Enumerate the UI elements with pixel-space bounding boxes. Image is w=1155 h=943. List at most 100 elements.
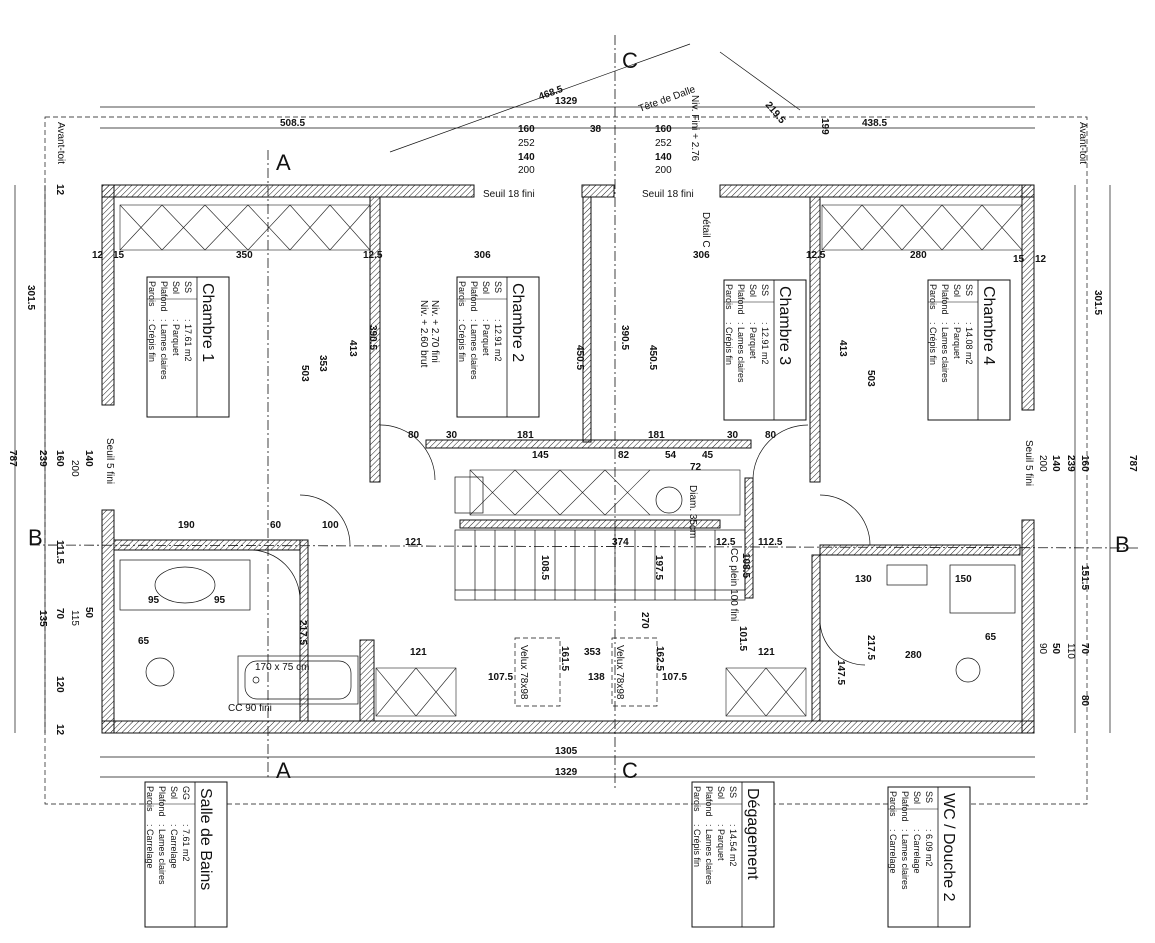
fixtures: [119, 476, 1016, 705]
velux-left: [514, 637, 561, 707]
room-field-key: Sol: [716, 786, 726, 799]
bathtub-label: 170 x 75 cm: [255, 662, 309, 673]
dimension-lines: [14, 43, 1111, 778]
vdim-239b: 239: [1065, 455, 1076, 472]
vdim-108b: 108.5: [740, 553, 751, 578]
room-field-key: Plafond: [159, 281, 169, 312]
dim-80a: 80: [408, 430, 420, 441]
dim-30a: 30: [446, 430, 458, 441]
dim-140a: 140: [518, 152, 535, 163]
vdim-162: 162.5: [654, 646, 665, 671]
dim-95a: 95: [148, 595, 160, 606]
niv-fini-276: Niv. Fini + 2.76: [689, 95, 700, 162]
vdim-301b: 301.5: [1092, 290, 1103, 315]
vdim-200a: 200: [69, 460, 80, 477]
vdim-270: 270: [639, 612, 650, 629]
vdim-197: 197.5: [653, 555, 664, 580]
room-field-value: : Crépis fin: [928, 322, 938, 365]
vdim-151: 151.5: [1079, 565, 1090, 590]
staircase: [454, 529, 746, 601]
vdim-50b: 50: [1050, 643, 1061, 655]
dim-160a: 160: [518, 124, 535, 135]
dim-200a: 200: [518, 165, 535, 176]
dim-145: 145: [532, 450, 549, 461]
room-field-key: Sol: [912, 791, 922, 804]
room-field-value: : Lames claires: [704, 824, 714, 885]
dim-12a: 12: [92, 250, 104, 261]
room-field-key: SS: [728, 786, 738, 798]
detail-c: Détail C: [700, 212, 711, 248]
tete-dalle: Tête de Dalle: [637, 84, 697, 115]
dim-252a: 252: [518, 138, 535, 149]
vdim-301a: 301.5: [25, 285, 36, 310]
seuil-right: Seuil 18 fini: [642, 189, 694, 200]
vdim-413a: 413: [347, 340, 358, 357]
vdim-353: 353: [317, 355, 328, 372]
vdim-101: 101.5: [737, 626, 748, 651]
room-field-value: : 6.09 m2: [924, 829, 934, 867]
dim-12-5b: 12.5: [806, 250, 826, 261]
room-field-value: : Crépis fin: [147, 319, 157, 362]
dim-374: 374: [612, 537, 629, 548]
dim-130: 130: [855, 574, 872, 585]
room-field-value: : Lames claires: [900, 829, 910, 890]
dim-280b: 280: [905, 650, 922, 661]
dim-65b: 65: [985, 632, 997, 643]
cc90-label: CC 90 fini: [228, 703, 272, 714]
room-field-value: : Lames claires: [469, 319, 479, 380]
avant-toit-left: Avant-toit: [55, 122, 66, 164]
room-field-key: Sol: [952, 284, 962, 297]
room-field-value: : 14.08 m2: [964, 322, 974, 365]
vdim-140a: 140: [83, 450, 94, 467]
inner-walls: [113, 196, 1021, 722]
dim-150: 150: [955, 574, 972, 585]
vdim-147: 147.5: [835, 660, 846, 685]
room-field-value: : 14.54 m2: [728, 824, 738, 867]
room-field-key: SS: [964, 284, 974, 296]
room-field-value: : Crépis fin: [692, 824, 702, 867]
vdim-217a: 217.5: [297, 620, 308, 645]
dim-1329-bottom: 1329: [555, 767, 578, 778]
vdim-217b: 217.5: [865, 635, 876, 660]
dim-190: 190: [178, 520, 195, 531]
room-name: Chambre 2: [509, 283, 526, 362]
seuil-west: Seuil 5 fini: [104, 438, 115, 484]
room-field-value: : Carrelage: [145, 824, 155, 869]
dim-121b: 121: [410, 647, 427, 658]
velux-left-label: Velux 78x98: [518, 645, 529, 700]
room-field-key: Plafond: [157, 786, 167, 817]
closets: [119, 204, 1023, 717]
dim-15b: 15: [1013, 254, 1025, 265]
dim-100: 100: [322, 520, 339, 531]
dim-306b: 306: [693, 250, 710, 261]
room-field-value: : Crépis fin: [724, 322, 734, 365]
niv-270: Niv. + 2.70 fini: [429, 300, 440, 363]
vdim-787b: 787: [1127, 455, 1138, 472]
dim-12-5c: 12.5: [716, 537, 736, 548]
room-field-value: : Parquet: [481, 319, 491, 356]
vdim-161: 161.5: [559, 646, 570, 671]
vdim-390a: 390.5: [367, 325, 378, 350]
vdim-115: 115: [69, 610, 80, 626]
dim-107b: 107.5: [662, 672, 687, 683]
room-field-value: : Lames claires: [159, 319, 169, 380]
room-field-key: Plafond: [736, 284, 746, 315]
vdim-503b: 503: [865, 370, 876, 387]
dim-353: 353: [584, 647, 601, 658]
dim-160b: 160: [655, 124, 672, 135]
room-field-value: : Carrelage: [912, 829, 922, 874]
dim-252b: 252: [655, 138, 672, 149]
vdim-108a: 108.5: [539, 555, 550, 580]
velux-right: [611, 637, 658, 707]
room-field-key: SS: [183, 281, 193, 293]
dim-181b: 181: [648, 430, 665, 441]
room-name: Chambre 3: [776, 286, 793, 365]
room-field-value: : Crépis fin: [457, 319, 467, 362]
section-a-bottom: A: [276, 758, 291, 783]
dim-140b: 140: [655, 152, 672, 163]
